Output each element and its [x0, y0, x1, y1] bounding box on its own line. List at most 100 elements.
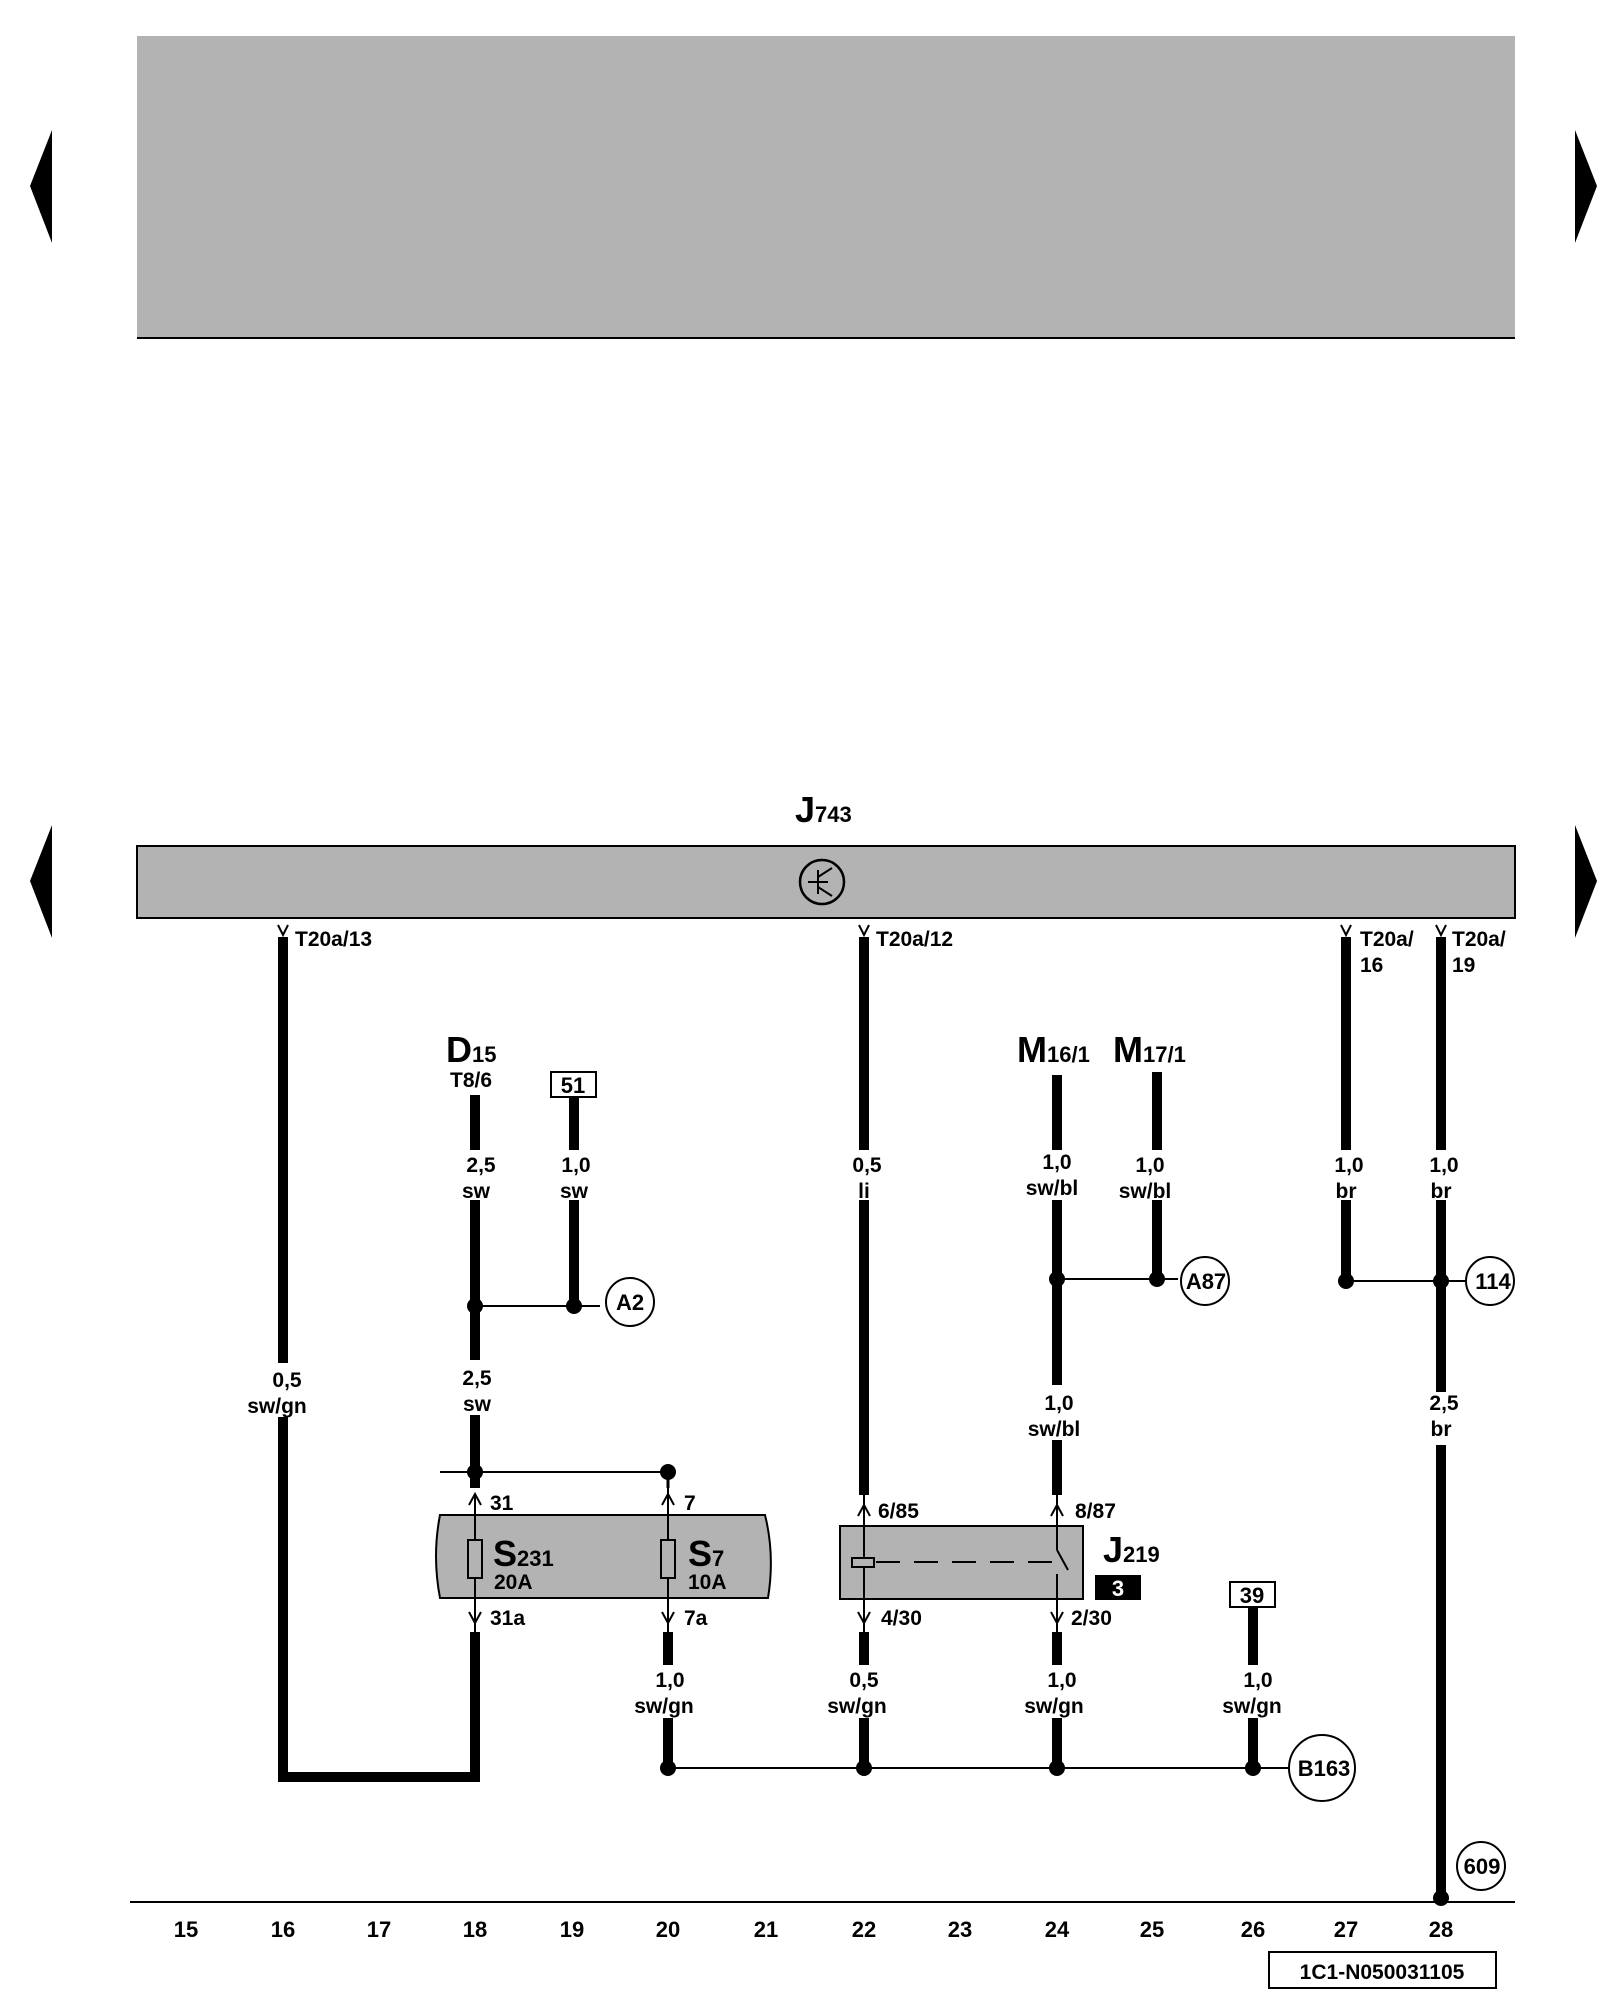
svg-text:S7: S7	[688, 1533, 724, 1574]
connector-t20a-16: T20a/ 16	[1340, 924, 1414, 977]
prev-page-arrow-icon[interactable]	[30, 130, 52, 243]
connector-t20a-19: T20a/ 19	[1435, 924, 1506, 977]
wire-w12-color: sw/gn	[634, 1695, 694, 1718]
ref-circle-a87[interactable]: A87	[1180, 1256, 1230, 1306]
wire-t20a-13-to-s231	[278, 937, 480, 1782]
connector-t20a-12: T20a/12	[858, 924, 953, 951]
electronic-control-symbol-icon	[798, 858, 846, 906]
wire-w9-size: 1,0	[1334, 1154, 1363, 1177]
column-number: 20	[656, 1917, 680, 1942]
wire-w15-color: sw/gn	[1222, 1695, 1282, 1718]
ref-circle-a2[interactable]: A2	[605, 1277, 655, 1327]
column-number: 23	[948, 1917, 972, 1942]
column-number: 17	[367, 1917, 391, 1942]
relay-location-badge: 3	[1095, 1575, 1141, 1601]
wire-t20a-16-to-114	[1341, 937, 1466, 1282]
junction-dot	[566, 1298, 582, 1314]
junction-dot	[1245, 1760, 1261, 1776]
pin-31: 31	[468, 1491, 514, 1515]
wire-w5-color: li	[858, 1180, 870, 1203]
svg-text:4/30: 4/30	[881, 1607, 922, 1630]
svg-text:1C1-N050031105: 1C1-N050031105	[1300, 1961, 1465, 1984]
wire-w3-size: 1,0	[561, 1154, 590, 1177]
svg-text:8/87: 8/87	[1075, 1500, 1116, 1523]
svg-text:S231: S231	[493, 1533, 554, 1574]
top-unit-area	[137, 36, 1515, 338]
ref-circle-114[interactable]: 114	[1465, 1256, 1515, 1306]
wire-w14-size: 1,0	[1047, 1669, 1076, 1692]
svg-text:A2: A2	[616, 1290, 644, 1315]
column-number: 26	[1241, 1917, 1265, 1942]
junction-dot	[1433, 1273, 1449, 1289]
relay-coil-switch-icon	[851, 1526, 1069, 1599]
svg-text:10A: 10A	[688, 1571, 727, 1594]
svg-text:51: 51	[561, 1073, 585, 1098]
svg-text:31a: 31a	[490, 1607, 525, 1630]
junction-dot	[1049, 1760, 1065, 1776]
wire-w4-color: sw	[463, 1393, 492, 1416]
wire-w7-size: 1,0	[1135, 1154, 1164, 1177]
svg-text:2/30: 2/30	[1071, 1607, 1112, 1630]
wire-w15-size: 1,0	[1243, 1669, 1272, 1692]
svg-text:114: 114	[1475, 1269, 1511, 1294]
next-diagram-arrow-icon[interactable]	[1575, 825, 1597, 938]
ref-circle-b163[interactable]: B163	[1288, 1734, 1356, 1802]
wire-w11-size: 2,5	[1429, 1392, 1459, 1415]
figure-id-box: 1C1-N050031105	[1268, 1951, 1497, 1989]
ref-box-51[interactable]: 51	[550, 1071, 597, 1098]
column-number: 25	[1140, 1917, 1164, 1942]
wire-w2-color: sw	[462, 1180, 491, 1203]
svg-text:T20a/: T20a/	[1452, 928, 1506, 951]
ref-circle-609[interactable]: 609	[1456, 1841, 1506, 1891]
svg-text:3: 3	[1112, 1576, 1124, 1601]
pin-31a: 31a	[468, 1598, 525, 1632]
wire-w8-size: 1,0	[1044, 1392, 1073, 1415]
column-number: 22	[852, 1917, 876, 1942]
pin-8-87: 8/87	[1050, 1495, 1116, 1526]
svg-text:31: 31	[490, 1492, 514, 1515]
wire-w8-color: sw/bl	[1028, 1418, 1081, 1441]
wire-w1-size: 0,5	[272, 1369, 302, 1392]
component-m16-label: M16/1	[1017, 1029, 1090, 1070]
wire-w3-color: sw	[560, 1180, 589, 1203]
component-d15-label: D15	[446, 1029, 496, 1070]
fuse-s231[interactable]: S231 20A	[467, 1515, 554, 1598]
column-number: 27	[1334, 1917, 1358, 1942]
svg-text:609: 609	[1464, 1854, 1501, 1879]
svg-text:6/85: 6/85	[878, 1500, 919, 1523]
junction-dot	[856, 1760, 872, 1776]
ref-box-39[interactable]: 39	[1229, 1581, 1276, 1608]
column-number: 19	[560, 1917, 584, 1942]
wire-w7-color: sw/bl	[1119, 1180, 1172, 1203]
wire-w10-size: 1,0	[1429, 1154, 1458, 1177]
wire-w4-size: 2,5	[462, 1367, 492, 1390]
fuse-holder[interactable]	[435, 1514, 772, 1599]
prev-diagram-arrow-icon[interactable]	[30, 825, 52, 938]
wire-w5-size: 0,5	[852, 1154, 882, 1177]
svg-text:39: 39	[1240, 1583, 1264, 1608]
pin-7a: 7a	[661, 1598, 708, 1632]
column-number: 28	[1429, 1917, 1453, 1942]
wire-w6-size: 1,0	[1042, 1151, 1071, 1174]
wire-w2-size: 2,5	[466, 1154, 496, 1177]
wire-w1-color: sw/gn	[247, 1395, 307, 1418]
component-m17-label: M17/1	[1113, 1029, 1186, 1070]
column-number: 24	[1045, 1917, 1070, 1942]
wire-w10-color: br	[1431, 1180, 1452, 1203]
control-unit-label: J743	[795, 789, 852, 830]
svg-text:20A: 20A	[494, 1571, 533, 1594]
svg-text:T20a/: T20a/	[1360, 928, 1414, 951]
column-numbers: 15 16 17 18 19 20 21 22 23 24 25 26 27 2…	[174, 1917, 1453, 1942]
wire-w6-color: sw/bl	[1026, 1177, 1079, 1200]
svg-text:7a: 7a	[684, 1607, 708, 1630]
connector-t20a-13: T20a/13	[277, 924, 372, 951]
svg-text:7: 7	[684, 1492, 696, 1515]
svg-text:A87: A87	[1186, 1269, 1226, 1294]
next-page-arrow-icon[interactable]	[1575, 130, 1597, 243]
junction-dot	[660, 1760, 676, 1776]
wire-w12-size: 1,0	[655, 1669, 684, 1692]
wire-w13-size: 0,5	[849, 1669, 879, 1692]
fuse-s7[interactable]: S7 10A	[660, 1515, 727, 1598]
component-d15-pin: T8/6	[450, 1069, 492, 1092]
column-number: 18	[463, 1917, 487, 1942]
